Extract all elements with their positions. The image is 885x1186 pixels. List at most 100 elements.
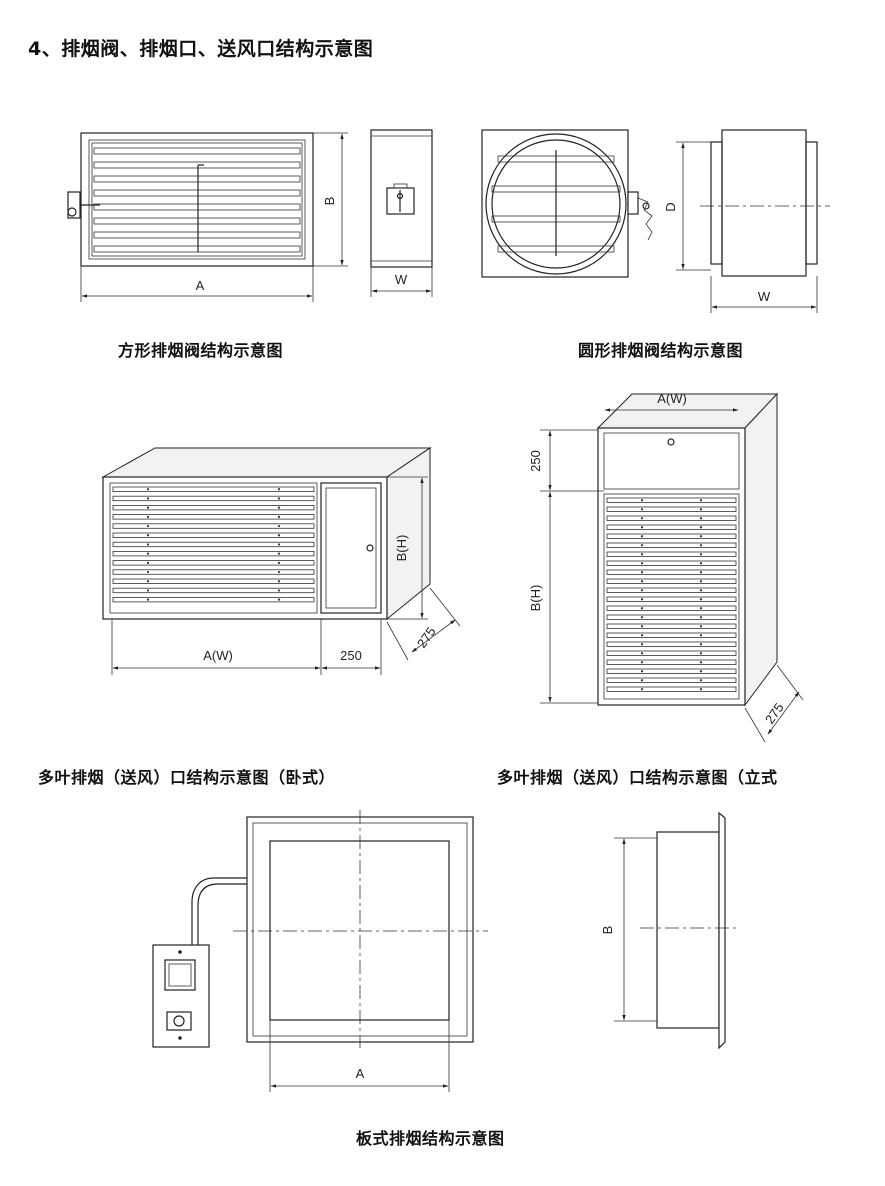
square-valve-dim-w: W <box>395 272 408 287</box>
blade-pivot <box>699 643 703 646</box>
blade-pivot <box>277 589 281 592</box>
louver-blade <box>606 533 737 539</box>
plate-outlet-side-view: B <box>600 811 740 1050</box>
louver-blade <box>112 578 315 584</box>
blade-pivot <box>640 553 644 556</box>
blade-pivot <box>277 488 281 491</box>
blade-pivot <box>699 544 703 547</box>
blade-pivot <box>640 526 644 529</box>
blade-pivot <box>640 607 644 610</box>
louver-blade <box>606 614 737 620</box>
blade-pivot <box>277 570 281 574</box>
louver-blade <box>606 578 737 584</box>
blade-pivot <box>146 534 150 537</box>
round-valve-caption: 圆形排烟阀结构示意图 <box>578 341 744 360</box>
plate-outlet-control-box <box>152 877 247 1048</box>
louver-blade <box>112 495 315 502</box>
horizontal-outlet-dim-275: 275 <box>414 624 439 650</box>
blade-pivot <box>640 544 644 547</box>
blade-pivot <box>146 524 150 528</box>
square-valve-dim-b: B <box>322 197 337 206</box>
blade-pivot <box>699 499 703 502</box>
vertical-outlet-dim-aw: A(W) <box>657 391 687 406</box>
louver-blade <box>112 532 315 538</box>
louver-blade <box>606 569 737 575</box>
blade-pivot <box>146 515 150 518</box>
blade-pivot <box>146 506 150 509</box>
louver-blade <box>606 560 737 566</box>
louver-blade <box>606 623 737 629</box>
plate-outlet-caption: 板式排烟结构示意图 <box>356 1129 505 1148</box>
blade-pivot <box>277 497 281 500</box>
blade-pivot <box>699 616 703 619</box>
blade-pivot <box>699 607 703 610</box>
plate-outlet-dim-b: B <box>600 926 615 935</box>
round-valve-dim-d: D <box>663 202 678 211</box>
blade-pivot <box>146 488 150 491</box>
blade-pivot <box>277 580 281 583</box>
blade-pivot <box>146 543 150 546</box>
louver-blade <box>606 497 737 503</box>
blade-pivot <box>699 688 703 691</box>
louver-blade <box>606 641 737 647</box>
louver-blade <box>112 597 315 603</box>
blade-pivot <box>699 535 703 538</box>
louver-blade <box>112 541 315 548</box>
vertical-outlet-blades <box>606 497 737 692</box>
horizontal-outlet-dim-bh: B(H) <box>394 535 409 562</box>
louver-blade <box>112 587 315 594</box>
blade-pivot <box>699 670 703 673</box>
blade-pivot <box>277 552 281 555</box>
blade-pivot <box>640 679 644 682</box>
vertical-outlet-isometric: A(W) 250 B(H) 275 <box>528 391 804 743</box>
louver-blade <box>606 659 737 665</box>
vertical-outlet-dim-275: 275 <box>762 700 787 726</box>
blade-pivot <box>640 571 644 574</box>
louver-blade <box>606 506 737 512</box>
blade-pivot <box>699 652 703 655</box>
blade-pivot <box>640 670 644 673</box>
louver-blade <box>606 605 737 611</box>
blade-pivot <box>640 499 644 502</box>
blade-pivot <box>699 589 703 592</box>
blade-pivot <box>699 562 703 565</box>
round-valve-side-view: D W <box>663 129 830 313</box>
blade-pivot <box>699 625 703 628</box>
blade-pivot <box>277 543 281 546</box>
square-valve-dim-a: A <box>196 278 205 293</box>
plate-outlet-dim-a: A <box>356 1066 365 1081</box>
louver-blade <box>606 650 737 656</box>
louver-blade <box>606 515 737 521</box>
round-valve-actuator <box>627 191 653 241</box>
louver-blade <box>606 668 737 674</box>
louver-blade <box>606 524 737 530</box>
blade-pivot <box>146 589 150 592</box>
horizontal-outlet-isometric: B(H) A(W) 250 275 <box>101 447 461 675</box>
blade-pivot <box>640 616 644 619</box>
page-heading: 4、排烟阀、排烟口、送风口结构示意图 <box>28 38 374 60</box>
blade-pivot <box>699 661 703 664</box>
blade-pivot <box>699 679 703 682</box>
louver-blade <box>112 551 315 557</box>
blade-pivot <box>699 526 703 529</box>
blade-pivot <box>277 515 281 518</box>
blade-pivot <box>640 535 644 538</box>
louver-blade <box>606 587 737 593</box>
horizontal-outlet-caption: 多叶排烟（送风）口结构示意图（卧式） <box>38 768 336 787</box>
horizontal-outlet-blades <box>112 486 315 603</box>
vertical-outlet-dim-bh: B(H) <box>528 585 543 612</box>
blade-pivot <box>640 625 644 628</box>
louver-blade <box>606 677 737 683</box>
blade-pivot <box>640 580 644 583</box>
blade-pivot <box>699 634 703 637</box>
blade-pivot <box>277 524 281 528</box>
blade-pivot <box>277 598 281 601</box>
blade-pivot <box>699 508 703 511</box>
blade-pivot <box>640 589 644 592</box>
plate-outlet-front-view: A <box>152 810 488 1092</box>
square-valve-actuator <box>67 191 100 219</box>
horizontal-outlet-dim-aw: A(W) <box>203 648 233 663</box>
blade-pivot <box>640 508 644 511</box>
blade-pivot <box>640 688 644 691</box>
